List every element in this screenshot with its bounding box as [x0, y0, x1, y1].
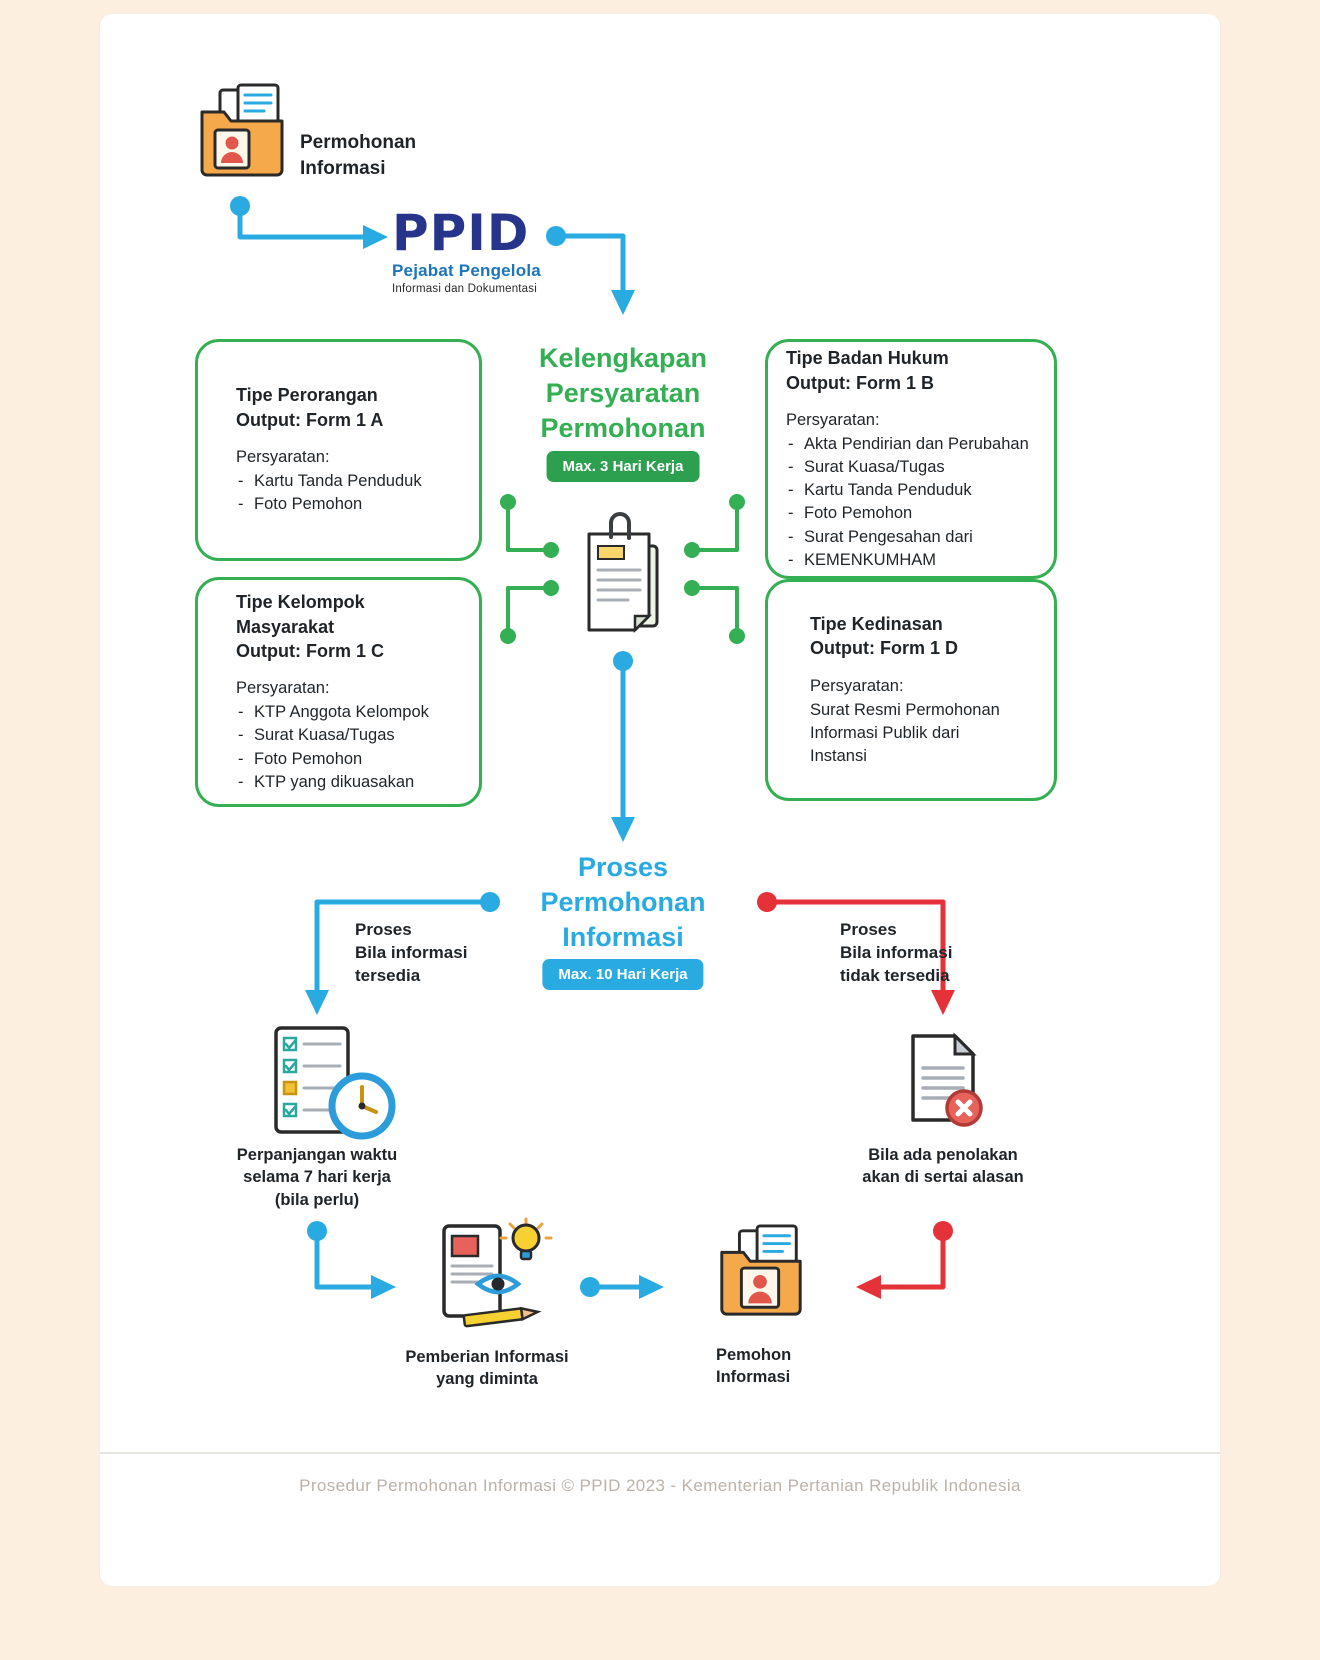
- requirement-item: Kartu Tanda Penduduk: [786, 479, 1046, 502]
- footer-divider: [100, 1452, 1220, 1454]
- type-box-kelompok-masyarakat: Tipe Kelompok Masyarakat Output: Form 1 …: [195, 577, 482, 807]
- infographic-card: Permohonan Informasi PPID Pejabat Pengel…: [100, 14, 1220, 1586]
- checklist-with-clock-icon: [260, 1024, 398, 1144]
- kelengkapan-badge: Max. 3 Hari Kerja: [546, 451, 700, 482]
- document-review-idea-icon: [430, 1216, 554, 1332]
- requirement-item: Foto Pemohon: [786, 502, 1046, 525]
- arrow-rejection-to-requester: [856, 1228, 946, 1299]
- rejected-document-icon: [893, 1030, 993, 1134]
- requirements-list: Akta Pendirian dan Perubahan Surat Kuasa…: [786, 433, 1046, 572]
- requirements-label: Persyaratan:: [236, 448, 330, 467]
- arrow-start-to-ppid: [237, 203, 388, 249]
- type-box-kedinasan: Tipe Kedinasan Output: Form 1 D Persyara…: [765, 579, 1057, 801]
- requirements-label: Persyaratan:: [786, 410, 880, 429]
- extension-caption: Perpanjangan waktu selama 7 hari kerja (…: [236, 1146, 398, 1209]
- requirement-item: KEMENKUMHAM: [786, 549, 1046, 572]
- ppid-tagline-2: Informasi dan Dokumentasi: [392, 283, 537, 295]
- requirements-label: Persyaratan:: [810, 676, 904, 695]
- type-box-title: Tipe Kelompok Masyarakat Output: Form 1 …: [236, 592, 384, 661]
- requirement-item: Foto Pemohon: [236, 493, 465, 516]
- requirements-note: Surat Resmi Permohonan Informasi Publik …: [810, 700, 1000, 765]
- requirement-item: Surat Kuasa/Tugas: [786, 456, 1046, 479]
- document-stack-paperclip-icon: [571, 510, 675, 644]
- delivery-caption: Pemberian Informasi yang diminta: [405, 1348, 569, 1389]
- branch-available-label: Proses Bila informasi tersedia: [355, 920, 468, 985]
- ppid-logo: PPID Pejabat Pengelola Informasi dan Dok…: [392, 208, 652, 295]
- requirement-item: KTP yang dikuasakan: [236, 771, 465, 794]
- requirement-item: Kartu Tanda Penduduk: [236, 470, 465, 493]
- footer-text: Prosedur Permohonan Informasi © PPID 202…: [299, 1476, 1021, 1495]
- requirements-label: Persyaratan:: [236, 679, 330, 698]
- start-label: Permohonan Informasi: [300, 132, 417, 179]
- requirements-list: KTP Anggota Kelompok Surat Kuasa/Tugas F…: [236, 701, 465, 793]
- requirements-list: Kartu Tanda Penduduk Foto Pemohon: [236, 470, 465, 516]
- arrow-extension-to-delivery: [314, 1228, 396, 1299]
- type-box-title: Tipe Perorangan Output: Form 1 A: [236, 385, 384, 430]
- type-box-perorangan: Tipe Perorangan Output: Form 1 A Persyar…: [195, 339, 482, 561]
- proses-badge: Max. 10 Hari Kerja: [542, 959, 704, 990]
- ppid-wordmark: PPID: [392, 204, 530, 262]
- rejection-caption: Bila ada penolakan akan di sertai alasan: [862, 1146, 1024, 1187]
- requirement-item: Surat Pengesahan dari: [786, 526, 1046, 549]
- requirement-item: Akta Pendirian dan Perubahan: [786, 433, 1046, 456]
- folder-with-documents-icon: [192, 80, 292, 184]
- proses-title: Proses Permohonan Informasi: [540, 852, 706, 953]
- requirement-item: Foto Pemohon: [236, 748, 465, 771]
- type-box-title: Tipe Kedinasan Output: Form 1 D: [810, 613, 958, 659]
- branch-unavailable-label: Proses Bila informasi tidak tersedia: [840, 920, 953, 985]
- requirement-item: Surat Kuasa/Tugas: [236, 724, 465, 747]
- type-box-title: Tipe Badan Hukum Output: Form 1 B: [786, 348, 949, 393]
- kelengkapan-title: Kelengkapan Persyaratan Permohonan: [538, 343, 708, 444]
- requirement-item: KTP Anggota Kelompok: [236, 701, 465, 724]
- type-box-badan-hukum: Tipe Badan Hukum Output: Form 1 B Persya…: [765, 339, 1057, 579]
- requester-caption: Pemohon Informasi: [716, 1346, 792, 1387]
- folder-with-id-card-icon: [712, 1222, 810, 1322]
- ppid-tagline-1: Pejabat Pengelola: [392, 261, 541, 280]
